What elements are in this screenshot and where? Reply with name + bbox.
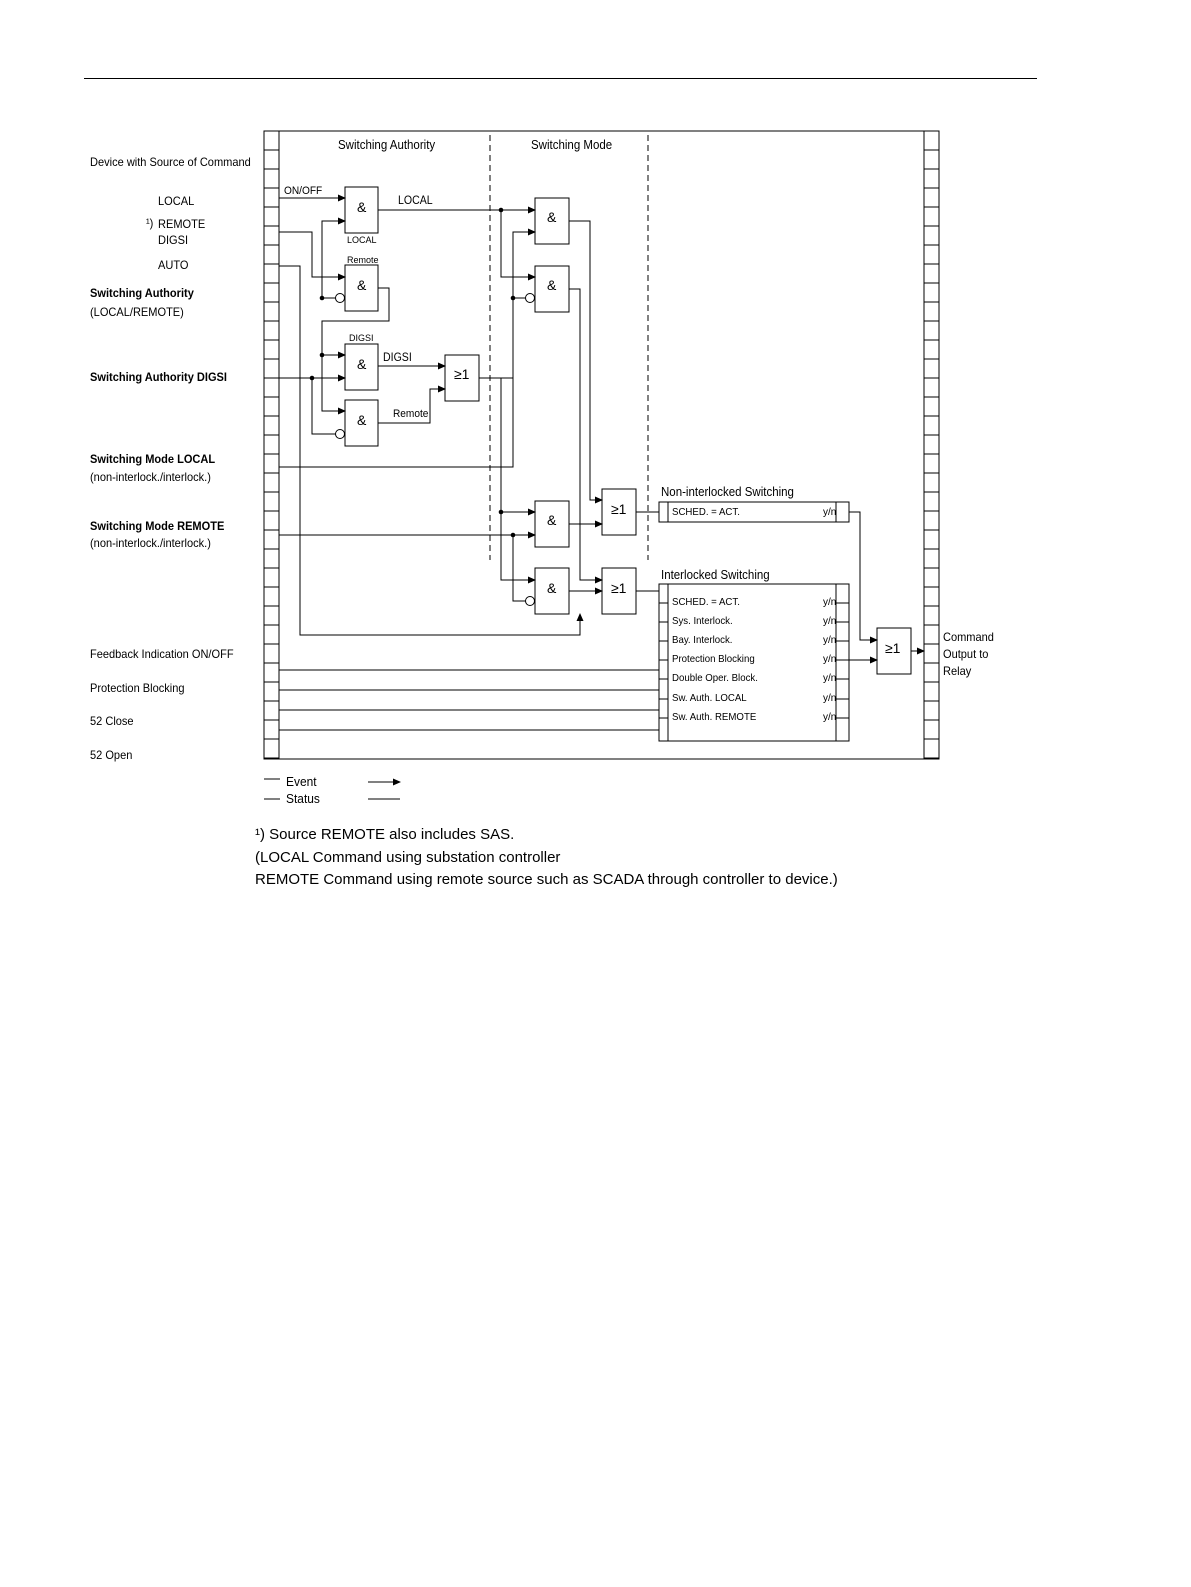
interlock-yn: y/n: [823, 673, 837, 684]
diagram-frame: [263, 130, 940, 760]
output-label-line1: Command: [943, 630, 994, 644]
remote-to-mode4-line: [500, 512, 536, 584]
inverter-bubble: [335, 429, 345, 439]
switching-authority-digsi-label: Switching Authority DIGSI: [90, 370, 227, 384]
inverter-bubble: [525, 293, 535, 303]
or-gate-interlock-symbol: ≥1: [611, 580, 627, 596]
switching-mode-header: Switching Mode: [531, 138, 613, 152]
mode2-out-line: [569, 288, 603, 584]
output-label-line2: Output to: [943, 647, 989, 661]
local-to-mode2-line: [500, 210, 536, 281]
feedback-indication-label: Feedback Indication ON/OFF: [90, 647, 234, 661]
interlock-row-bay: Bay. Interlock.: [672, 634, 733, 646]
interlock-row-sw-auth-local: Sw. Auth. LOCAL: [672, 692, 747, 704]
output-label-line3: Relay: [943, 664, 972, 678]
noninterlock-out-line: [849, 511, 878, 644]
footnote-line3: REMOTE Command using remote source such …: [255, 871, 838, 888]
switching-mode-remote-label: Switching Mode REMOTE: [90, 519, 225, 533]
device-source-label: Device with Source of Command: [90, 155, 251, 169]
remote-to-gate4-line: [321, 355, 346, 415]
auto-line: [279, 265, 584, 636]
interlock-row-sw-auth-remote: Sw. Auth. REMOTE: [672, 711, 757, 723]
and-gate-digsi: [344, 343, 379, 391]
or-gate-noninterlock-symbol: ≥1: [611, 501, 627, 517]
switching-mode-local-sub: (non-interlock./interlock.): [90, 470, 211, 484]
local-signal-label: LOCAL: [398, 195, 433, 207]
switching-authority-header: Switching Authority: [338, 138, 436, 152]
and-gate-digsi-symbol: &: [357, 356, 367, 372]
local-enable-line: [321, 217, 346, 298]
inverter-bubble: [335, 293, 345, 303]
remote-to-digsi-line: [321, 287, 390, 359]
local-gate-caption: LOCAL: [347, 235, 377, 245]
top-rule: [84, 78, 1037, 79]
non-interlocked-row: SCHED. = ACT.: [672, 506, 740, 518]
legend-event-label: Event: [286, 774, 317, 789]
close-52-label: 52 Close: [90, 714, 134, 728]
auth-to-mode1-line: [512, 228, 536, 298]
interlocked-block: [658, 583, 850, 742]
and-gate-mode4-symbol: &: [547, 580, 557, 596]
digsi-gate-caption: DIGSI: [349, 333, 374, 343]
interlock-yn: y/n: [823, 597, 837, 608]
digsi-inverted-line: [311, 378, 336, 435]
digsi-source-label: DIGSI: [158, 233, 189, 247]
and-gate-mode1-symbol: &: [547, 209, 557, 225]
mode-local-line: [279, 378, 514, 468]
interlock-row-protection: Protection Blocking: [672, 653, 755, 665]
protection-blocking-label: Protection Blocking: [90, 681, 185, 695]
non-interlocked-yn: y/n: [823, 507, 837, 518]
non-interlocked-title: Non-interlocked Switching: [661, 485, 794, 499]
interlock-yn: y/n: [823, 616, 837, 627]
and-gate-remote2-symbol: &: [357, 412, 367, 428]
and-gate-mode3-symbol: &: [547, 512, 557, 528]
open-52-label: 52 Open: [90, 748, 133, 762]
switching-mode-local-label: Switching Mode LOCAL: [90, 452, 216, 466]
interlock-yn: y/n: [823, 635, 837, 646]
remote-out-line: [378, 385, 446, 424]
or-gate-output-symbol: ≥1: [885, 640, 901, 656]
auth-or-out-line: [479, 297, 526, 379]
interlock-row-sys: Sys. Interlock.: [672, 615, 733, 627]
interlocked-title: Interlocked Switching: [661, 568, 770, 582]
remote-gate-caption: Remote: [347, 255, 379, 265]
digsi-signal-label: DIGSI: [383, 352, 412, 364]
legend-status-label: Status: [286, 791, 320, 806]
remote-signal-label: Remote: [393, 408, 429, 420]
remote-footnote-mark: ¹): [146, 216, 154, 230]
interlock-yn: y/n: [823, 654, 837, 665]
on-off-signal-label: ON/OFF: [284, 185, 323, 197]
junction-dot: [319, 295, 325, 301]
interlock-row-double-oper: Double Oper. Block.: [672, 672, 758, 684]
footnote-line1: ¹) Source REMOTE also includes SAS.: [255, 826, 515, 843]
interlock-yn: y/n: [823, 693, 837, 704]
or-gate-auth-symbol: ≥1: [454, 366, 470, 382]
switching-authority-label: Switching Authority: [90, 286, 194, 300]
interlock-yn: y/n: [823, 712, 837, 723]
switching-authority-sub: (LOCAL/REMOTE): [90, 305, 184, 319]
interlock-row-sched: SCHED. = ACT.: [672, 596, 740, 608]
remote-mode-line: [479, 377, 536, 516]
local-source-label: LOCAL: [158, 194, 195, 208]
mode1-out-line: [569, 220, 603, 504]
inverter-bubble: [525, 596, 535, 606]
footnote-line2: (LOCAL Command using substation controll…: [255, 849, 561, 866]
and-gate-local-symbol: &: [357, 199, 367, 215]
remote-source-label: REMOTE: [158, 217, 206, 231]
and-gate-remote-symbol: &: [357, 277, 367, 293]
auto-source-label: AUTO: [158, 258, 189, 272]
mode-remote-inv-line: [512, 535, 526, 602]
switching-mode-remote-sub: (non-interlock./interlock.): [90, 536, 211, 550]
remote-line: [279, 231, 346, 281]
and-gate-mode2-symbol: &: [547, 277, 557, 293]
